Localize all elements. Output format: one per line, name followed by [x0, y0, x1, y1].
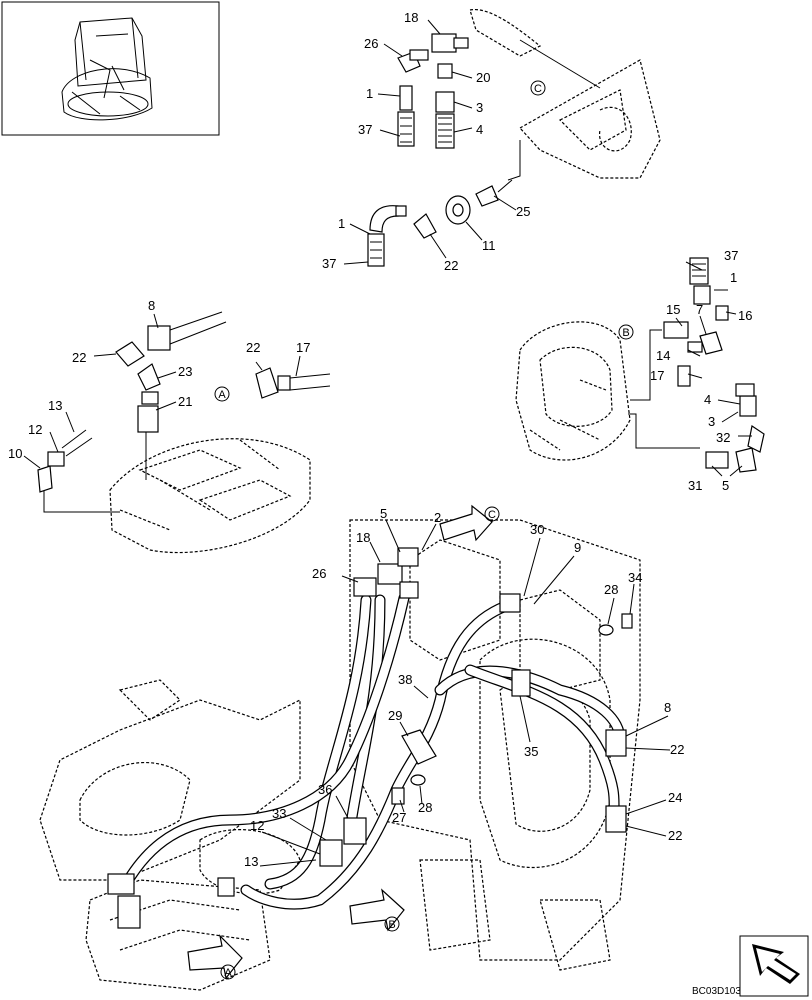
callout-8: 8	[664, 700, 671, 715]
callout-22: 22	[670, 742, 684, 757]
callout-4: 4	[704, 392, 711, 407]
detail-reference-markers: C B A C B A	[214, 80, 634, 980]
callout-37: 37	[358, 122, 372, 137]
detail-ref-c: C	[534, 83, 542, 95]
callout-37: 37	[724, 248, 738, 263]
callout-1: 1	[730, 270, 737, 285]
callout-13: 13	[48, 398, 62, 413]
callout-35: 35	[524, 744, 538, 759]
arrow-ref-b: B	[388, 919, 395, 931]
callout-12: 12	[28, 422, 42, 437]
arrow-ref-c: C	[488, 509, 496, 521]
callout-26: 26	[364, 36, 378, 51]
callout-28: 28	[418, 800, 432, 815]
callout-16: 16	[738, 308, 752, 323]
callout-26: 26	[312, 566, 326, 581]
leader-lines	[23, 19, 752, 867]
callout-17: 17	[650, 368, 664, 383]
callout-31: 31	[688, 478, 702, 493]
callout-5: 5	[722, 478, 729, 493]
callout-38: 38	[398, 672, 412, 687]
arrow-ref-a: A	[224, 967, 232, 979]
callout-37: 37	[322, 256, 336, 271]
callout-23: 23	[178, 364, 192, 379]
callout-labels: 26 18 20 1 3 37 4 1 37 22 11 25 37 1 15 …	[8, 10, 752, 869]
callout-22: 22	[668, 828, 682, 843]
drawing-code: BC03D103	[692, 986, 741, 997]
callout-22: 22	[246, 340, 260, 355]
callout-8: 8	[148, 298, 155, 313]
callout-17: 17	[296, 340, 310, 355]
callout-29: 29	[388, 708, 402, 723]
machine-thumbnail	[1, 1, 220, 136]
callout-10: 10	[8, 446, 22, 461]
callout-22: 22	[72, 350, 86, 365]
detail-ref-b: B	[622, 327, 629, 339]
callout-27: 27	[392, 810, 406, 825]
callout-1: 1	[366, 86, 373, 101]
detail-ref-a: A	[218, 389, 226, 401]
callout-9: 9	[574, 540, 581, 555]
detail-c	[367, 9, 661, 267]
callout-21: 21	[178, 394, 192, 409]
callout-15: 15	[666, 302, 680, 317]
navigation-arrow-icon	[739, 935, 809, 997]
callout-34: 34	[628, 570, 642, 585]
callout-22: 22	[444, 258, 458, 273]
callout-13: 13	[244, 854, 258, 869]
callout-30: 30	[530, 522, 544, 537]
callout-12: 12	[250, 818, 264, 833]
callout-36: 36	[318, 782, 332, 797]
detail-a	[37, 311, 331, 554]
callout-5: 5	[380, 506, 387, 521]
callout-1: 1	[338, 216, 345, 231]
callout-3: 3	[708, 414, 715, 429]
callout-20: 20	[476, 70, 490, 85]
callout-24: 24	[668, 790, 682, 805]
callout-4: 4	[476, 122, 483, 137]
callout-33: 33	[272, 806, 286, 821]
callout-28: 28	[604, 582, 618, 597]
callout-32: 32	[716, 430, 730, 445]
callout-2: 2	[434, 510, 441, 525]
main-assembly	[39, 504, 641, 991]
callout-7: 7	[696, 302, 703, 317]
callout-25: 25	[516, 204, 530, 219]
callout-18: 18	[356, 530, 370, 545]
callout-11: 11	[482, 238, 496, 253]
callout-14: 14	[656, 348, 670, 363]
callout-18: 18	[404, 10, 418, 25]
callout-3: 3	[476, 100, 483, 115]
